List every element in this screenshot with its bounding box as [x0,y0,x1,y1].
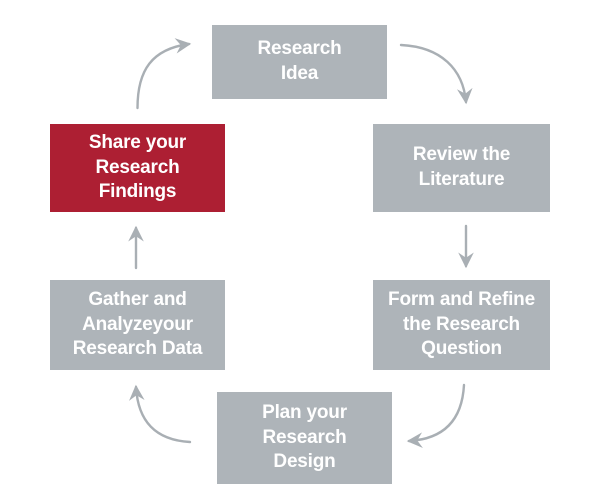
arrow-plan-to-gather [129,384,192,444]
arrow-form-to-plan [406,383,466,448]
arrow-share-to-idea [136,38,192,110]
arrow-idea-to-review [399,43,473,105]
